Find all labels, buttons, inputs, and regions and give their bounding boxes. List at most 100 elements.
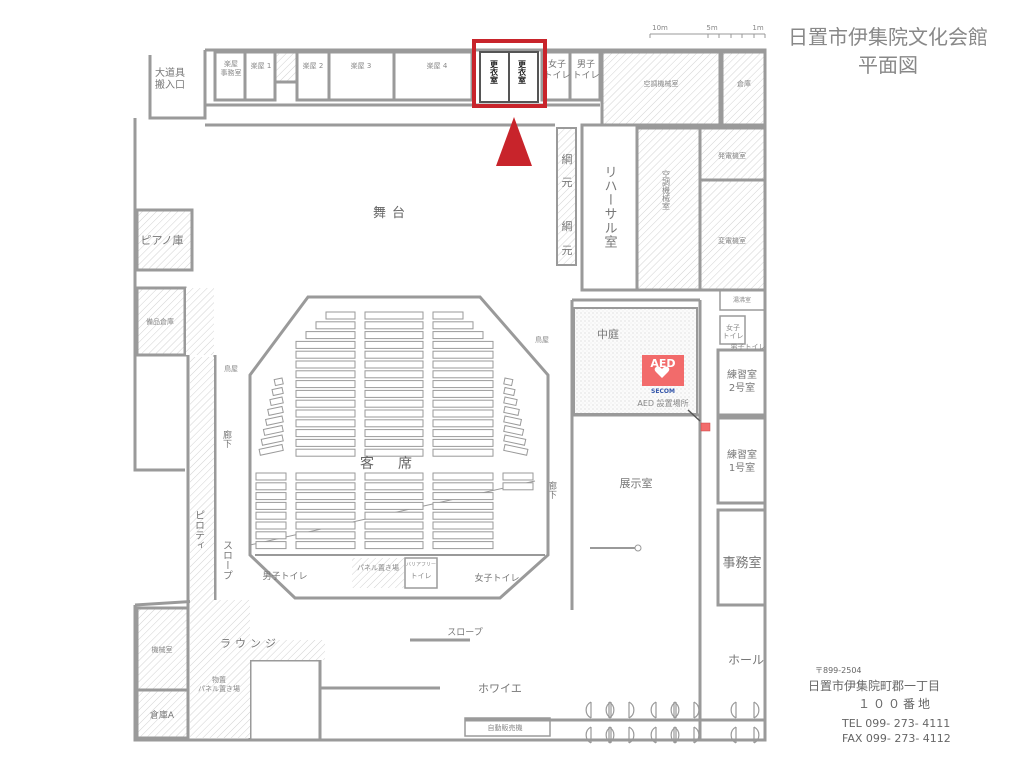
room-womens-toilet-right-1: 女子	[726, 323, 740, 332]
seat-row	[503, 405, 520, 416]
room-practice-2-line2: 2号室	[729, 381, 755, 394]
seat-row	[295, 340, 356, 349]
address-block: 〒899-2504 日置市伊集院町郡一丁目 １００番地 TEL 099- 273…	[808, 666, 951, 745]
room-piano-storage: ピアノ庫	[140, 233, 183, 247]
seat-row	[432, 492, 494, 501]
scale-10m: 10m	[652, 24, 668, 32]
dressing-rooms: 楽屋 事務室 楽屋 1 楽屋 2 楽屋 3 楽屋 4 女子 トイレ 男子 トイレ…	[155, 50, 602, 102]
seat-row	[432, 429, 494, 438]
courtyard-area: 中庭 AED SECOM AED 設置場所 展示室	[573, 307, 711, 552]
seat-row	[255, 541, 287, 550]
seat-row	[432, 419, 494, 428]
door-icon	[730, 701, 760, 719]
room-dressing-office-line1: 楽屋	[224, 59, 238, 68]
seat-row	[295, 472, 356, 481]
room-dressing-3: 楽屋 3	[351, 61, 372, 70]
room-courtyard: 中庭	[597, 327, 619, 341]
seat-row	[432, 482, 494, 491]
room-exhibition: 展示室	[620, 476, 653, 490]
seat-row	[255, 472, 287, 481]
postal-code: 〒899-2504	[815, 666, 862, 675]
aed-sign-text: AED	[650, 357, 675, 370]
seat-row	[432, 438, 494, 447]
seat-row	[295, 389, 356, 398]
room-loading-dock-2: 搬入口	[155, 78, 185, 91]
seat-row	[315, 321, 356, 330]
seat-row	[432, 501, 494, 510]
aed-sign: AED SECOM	[642, 355, 684, 395]
door-icon	[730, 726, 760, 744]
room-kitchenette: 湯沸室	[733, 296, 751, 304]
seat-row	[295, 380, 356, 389]
seat-row	[258, 443, 284, 456]
entrance-doors[interactable]	[585, 701, 760, 744]
seat-row	[432, 350, 494, 359]
seating-rows	[255, 311, 534, 550]
label-seating: 客席	[360, 455, 436, 472]
seat-row	[364, 389, 424, 398]
room-changing-b: 更衣室	[517, 59, 527, 85]
room-hall: ホール	[728, 653, 764, 667]
room-foyer: ホワイエ	[478, 682, 522, 695]
room-machine: 機械室	[152, 645, 173, 654]
building-title: 日置市伊集院文化会館	[788, 25, 988, 49]
seat-row	[432, 331, 484, 340]
lower-rooms: 機械室 倉庫A 物置 パネル置き場 ラウンジ スロープ ホワイエ 自動販売機	[135, 600, 760, 744]
seat-row	[364, 541, 424, 550]
seat-row	[271, 386, 284, 397]
room-stage: 舞台	[373, 206, 411, 221]
seat-row	[432, 370, 494, 379]
seat-row	[364, 331, 424, 340]
stage-area: 舞台 ピアノ庫 備品倉庫 ピロティ 鳥屋 鳥屋 廊下 廊下 スロープ	[135, 206, 557, 600]
room-mens-toilet-top-1: 男子	[577, 59, 595, 70]
seat-row	[364, 501, 424, 510]
seat-row	[325, 311, 356, 320]
seat-row	[503, 443, 529, 456]
seat-row	[364, 419, 424, 428]
label-slope-left: スロープ	[221, 540, 232, 580]
seat-row	[432, 321, 474, 330]
seat-row	[364, 360, 424, 369]
seat-row	[267, 405, 284, 416]
seat-row	[305, 331, 356, 340]
seat-row	[432, 472, 494, 481]
label-corridor-left: 廊下	[221, 429, 232, 449]
seat-row	[432, 380, 494, 389]
heart-icon	[654, 366, 670, 378]
seat-row	[255, 531, 287, 540]
door-icon	[670, 701, 700, 719]
seat-row	[364, 370, 424, 379]
seat-row	[364, 511, 424, 520]
seat-row	[432, 521, 494, 530]
room-storage: 倉庫	[737, 79, 751, 88]
service-rooms: 空調機械室 倉庫 発電機室 変電機室 空調機械室 リハーサル室 綱 元 綱 元 …	[556, 50, 767, 667]
room-practice-2-line1: 練習室	[727, 368, 757, 381]
seat-row	[295, 501, 356, 510]
seat-row	[502, 472, 534, 481]
auditorium: 客席 男子トイレ パネル置き場 バリアフリー トイレ 女子トイレ	[248, 295, 550, 600]
room-barrier-free-2: トイレ	[411, 572, 432, 580]
room-rehearsal: リハーサル室	[602, 165, 618, 249]
room-goods-panel-1: 物置	[212, 675, 226, 684]
seat-row	[364, 438, 424, 447]
phone: TEL 099- 273- 4111	[841, 717, 950, 730]
seat-row	[432, 360, 494, 369]
seat-row	[503, 415, 523, 426]
seat-row	[364, 311, 424, 320]
seat-row	[432, 340, 494, 349]
aed-brand: SECOM	[651, 388, 675, 395]
room-generator: 発電機室	[718, 151, 746, 160]
aed-marker[interactable]	[700, 422, 711, 432]
room-ac-side: 空調機械室	[662, 169, 671, 210]
seat-row	[295, 482, 356, 491]
address-line2: １００番地	[858, 697, 933, 711]
seat-row	[432, 311, 464, 320]
changing-rooms: 更衣室 更衣室	[479, 51, 539, 103]
seat-row	[255, 482, 287, 491]
seat-row	[364, 521, 424, 530]
aed-location-label: AED 設置場所	[637, 398, 688, 408]
room-practice-1-line1: 練習室	[727, 448, 757, 461]
seat-row	[255, 501, 287, 510]
seat-row	[364, 350, 424, 359]
